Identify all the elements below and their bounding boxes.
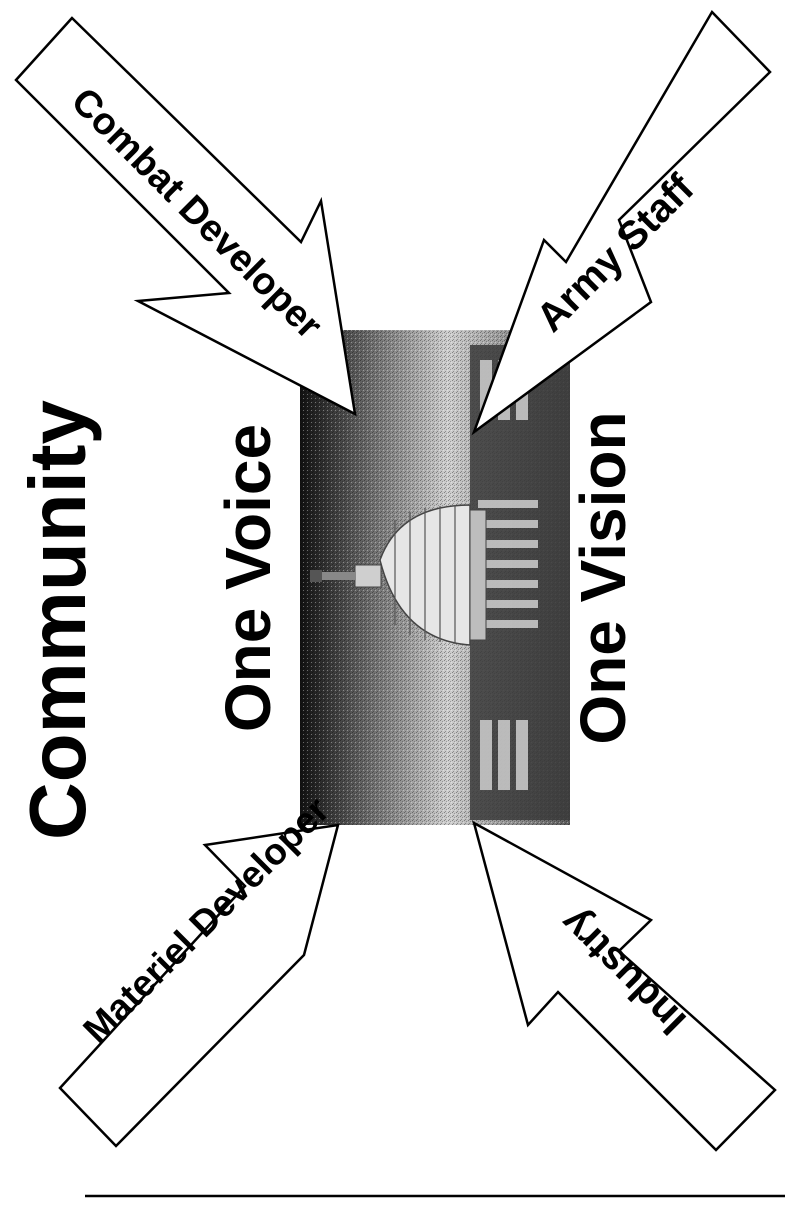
one-vision-caption: One Vision <box>567 411 639 744</box>
arrow-industry: Industry <box>474 823 775 1150</box>
arrow-materiel-developer: Materiel Developer <box>60 789 338 1146</box>
arrow-combat-developer: Combat Developer <box>16 18 355 414</box>
arrow-army-staff: Army Staff <box>474 12 770 432</box>
page-title: Community <box>13 399 102 840</box>
one-voice-caption: One Voice <box>212 424 284 732</box>
